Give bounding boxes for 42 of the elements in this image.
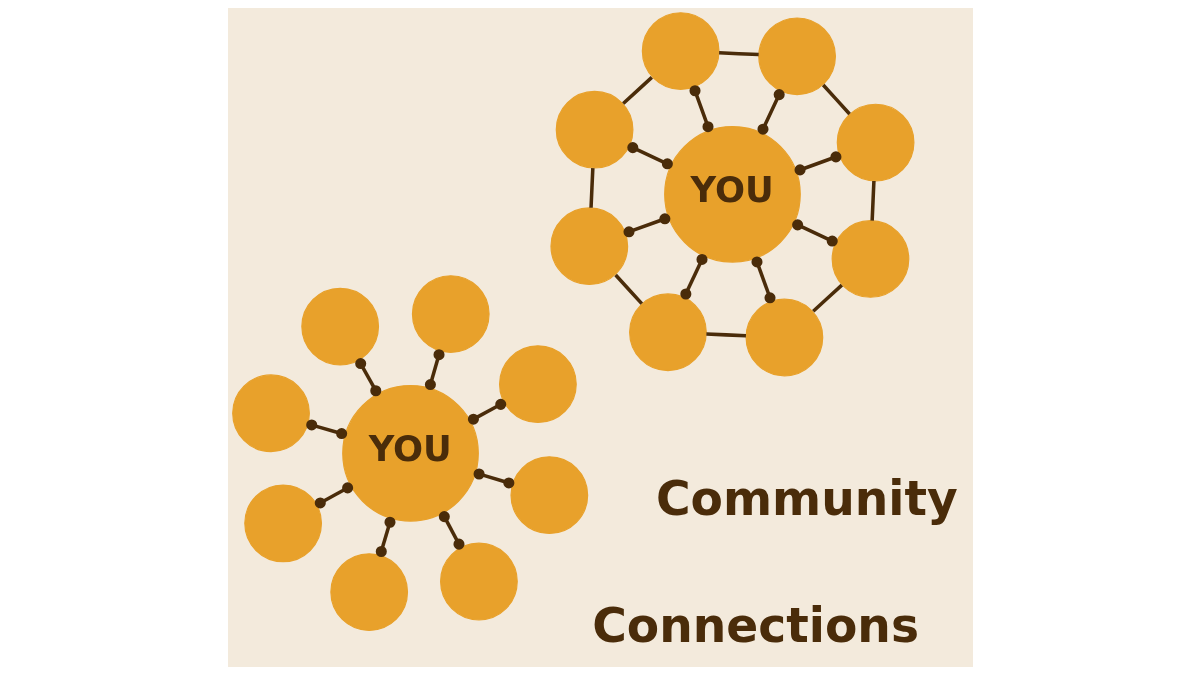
- node-circle: [509, 456, 588, 535]
- connector: [718, 51, 759, 57]
- connector: [305, 419, 347, 440]
- connector: [794, 151, 841, 176]
- connector: [424, 349, 445, 391]
- connector: [375, 516, 396, 557]
- connector: [314, 482, 353, 509]
- node-circle: [555, 90, 633, 169]
- connector: [613, 273, 643, 305]
- node-circle: [831, 220, 909, 298]
- connector: [705, 332, 746, 338]
- connector: [821, 83, 851, 116]
- connector: [679, 253, 708, 300]
- connector: [811, 283, 843, 313]
- node-circle: [243, 484, 322, 563]
- connector: [467, 398, 506, 425]
- connector: [622, 213, 670, 238]
- node-circle: [836, 103, 914, 182]
- node-circle: [745, 298, 823, 377]
- connector: [791, 219, 838, 247]
- connector: [354, 358, 381, 397]
- label: Community: [655, 470, 958, 526]
- node-circle: [641, 12, 720, 90]
- node-circle: [411, 275, 490, 353]
- label: Connections: [591, 598, 919, 654]
- node-circle: [439, 542, 518, 621]
- node-circle: [300, 287, 379, 366]
- connector: [869, 180, 876, 221]
- connector: [688, 85, 714, 133]
- connector: [750, 256, 776, 304]
- node-circle: [498, 345, 577, 424]
- node-circle: [231, 374, 310, 453]
- node-circle: [628, 293, 707, 372]
- connector: [756, 89, 785, 135]
- connector: [473, 468, 514, 489]
- connector: [438, 511, 464, 550]
- node-circle: [549, 207, 628, 286]
- node-circle: [757, 17, 836, 96]
- node-circle: [329, 553, 408, 631]
- connector: [621, 76, 653, 105]
- connector: [588, 168, 595, 208]
- connector: [626, 142, 673, 170]
